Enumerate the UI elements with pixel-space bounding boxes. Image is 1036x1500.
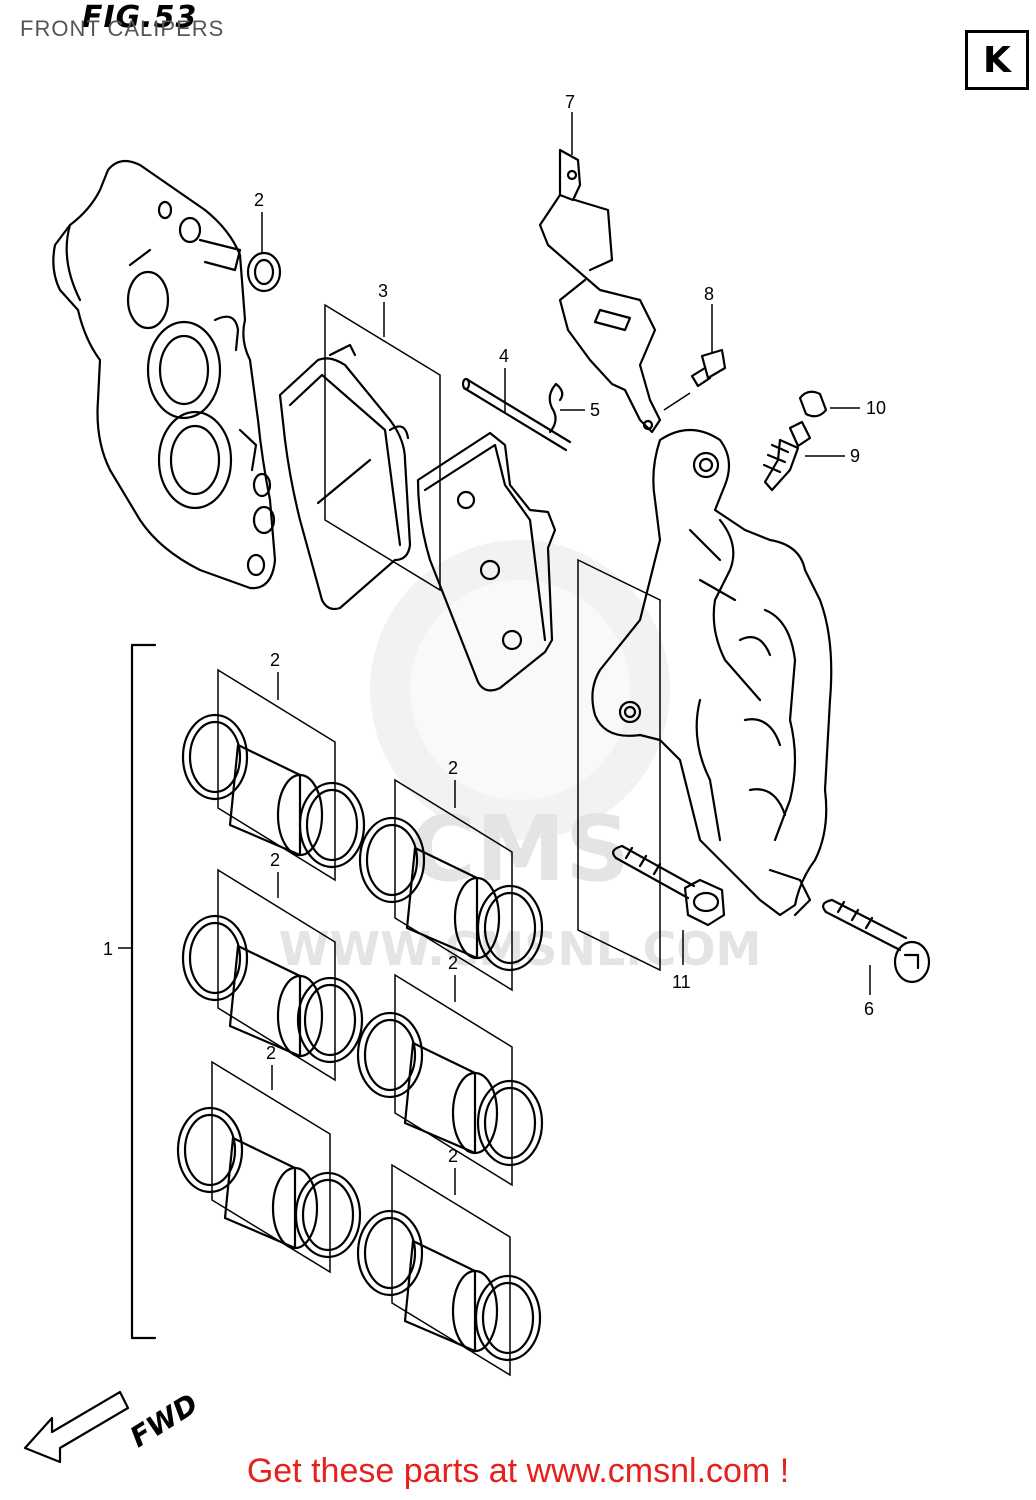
- callout-2b: 2: [270, 650, 280, 670]
- left-caliper-housing: [52, 159, 277, 590]
- callout-2a: 2: [254, 190, 264, 210]
- callout-labels: 1 2 2 2 2 2 2 2 3 4 5 6 7 8 9 10 11: [103, 92, 886, 1166]
- callout-7: 7: [565, 92, 575, 112]
- callout-2e: 2: [448, 953, 458, 973]
- callout-1: 1: [103, 939, 113, 959]
- mount-bolt-long: [822, 898, 931, 984]
- seal-small: [246, 251, 282, 293]
- right-caliper-housing: [577, 429, 833, 972]
- watermark-logo-text: CMS: [410, 797, 630, 902]
- bleeder-cap: [798, 390, 828, 418]
- callout-9: 9: [850, 446, 860, 466]
- pin-clip: [548, 382, 564, 434]
- piston-set-3: [181, 868, 364, 1082]
- watermark-logo: CMS WWW.CMSNL.COM: [279, 540, 761, 976]
- fwd-arrow: FWD: [23, 1387, 204, 1464]
- piston-set-5: [176, 1060, 362, 1274]
- callout-8: 8: [704, 284, 714, 304]
- callout-2f: 2: [266, 1043, 276, 1063]
- piston-set-4: [356, 973, 544, 1187]
- brake-pad-right: [416, 431, 557, 692]
- brake-pad-left: [278, 303, 441, 611]
- callout-5: 5: [590, 400, 600, 420]
- piston-set-2: [358, 778, 544, 992]
- hose-bracket: [538, 148, 662, 434]
- page-title: FRONT CALIPERS: [20, 16, 225, 41]
- fwd-label: FWD: [124, 1387, 204, 1454]
- bracket-bolt: [690, 348, 727, 388]
- section-badge: K: [965, 30, 1029, 90]
- callout-6: 6: [864, 999, 874, 1019]
- bleeder-valve: [762, 420, 812, 492]
- figure-number: FIG.53: [82, 0, 198, 35]
- callout-3: 3: [378, 281, 388, 301]
- group-bracket: [130, 643, 157, 1340]
- callout-2d: 2: [270, 850, 280, 870]
- piston-set-6: [356, 1163, 542, 1377]
- promo-banner-link[interactable]: Get these parts at www.cmsnl.com !: [246, 1452, 790, 1490]
- callout-2g: 2: [448, 1146, 458, 1166]
- callout-11: 11: [672, 972, 691, 992]
- leader-lines: [118, 112, 871, 1195]
- pad-pin: [461, 377, 572, 452]
- callout-10: 10: [866, 398, 886, 418]
- piston-set-1: [181, 668, 366, 882]
- callout-4: 4: [499, 346, 509, 366]
- callout-2c: 2: [448, 758, 458, 778]
- mount-bolt-short: [612, 844, 726, 927]
